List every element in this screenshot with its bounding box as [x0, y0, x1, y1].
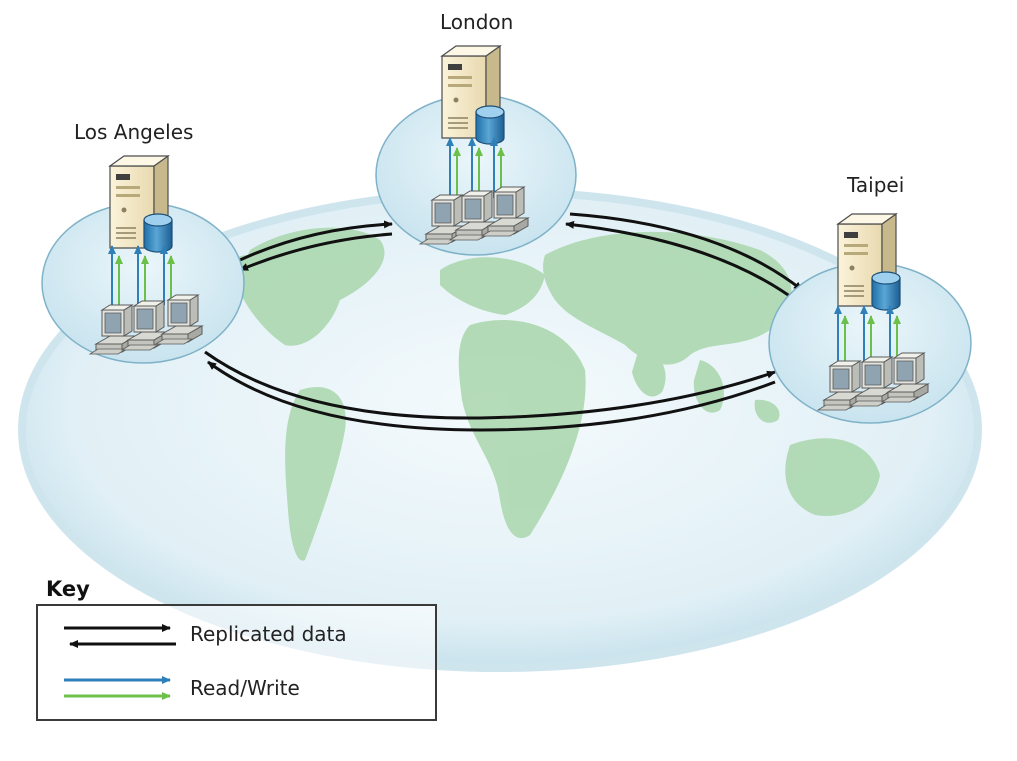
site-label-taipei: Taipei [847, 173, 905, 197]
read-write-arrows [108, 245, 175, 312]
replication-arrow-taipei-to-la [207, 360, 776, 432]
database-cylinder-icon [143, 213, 173, 253]
site-los-angeles [41, 155, 245, 364]
database-cylinder-icon [475, 105, 505, 145]
key-label-replicated: Replicated data [190, 622, 347, 646]
replication-arrow-la-to-london [239, 220, 393, 262]
site-taipei [768, 213, 972, 424]
key-title: Key [46, 577, 90, 601]
replication-arrow-london-to-taipei [569, 212, 803, 292]
key-label-read-write: Read/Write [190, 676, 300, 700]
replicated-data-arrows-icon [64, 624, 176, 648]
site-london [375, 45, 577, 256]
key-legend: Replicated data Read/Write [36, 604, 437, 721]
site-label-london: London [440, 10, 514, 34]
replication-arrow-taipei-to-london [565, 220, 799, 304]
replication-arrows [204, 212, 803, 432]
replication-arrow-la-to-taipei [204, 350, 776, 420]
database-cylinder-icon [871, 271, 901, 311]
read-write-arrows-icon [64, 676, 171, 700]
site-label-los-angeles: Los Angeles [74, 120, 194, 144]
replication-arrow-london-to-la [239, 232, 393, 272]
